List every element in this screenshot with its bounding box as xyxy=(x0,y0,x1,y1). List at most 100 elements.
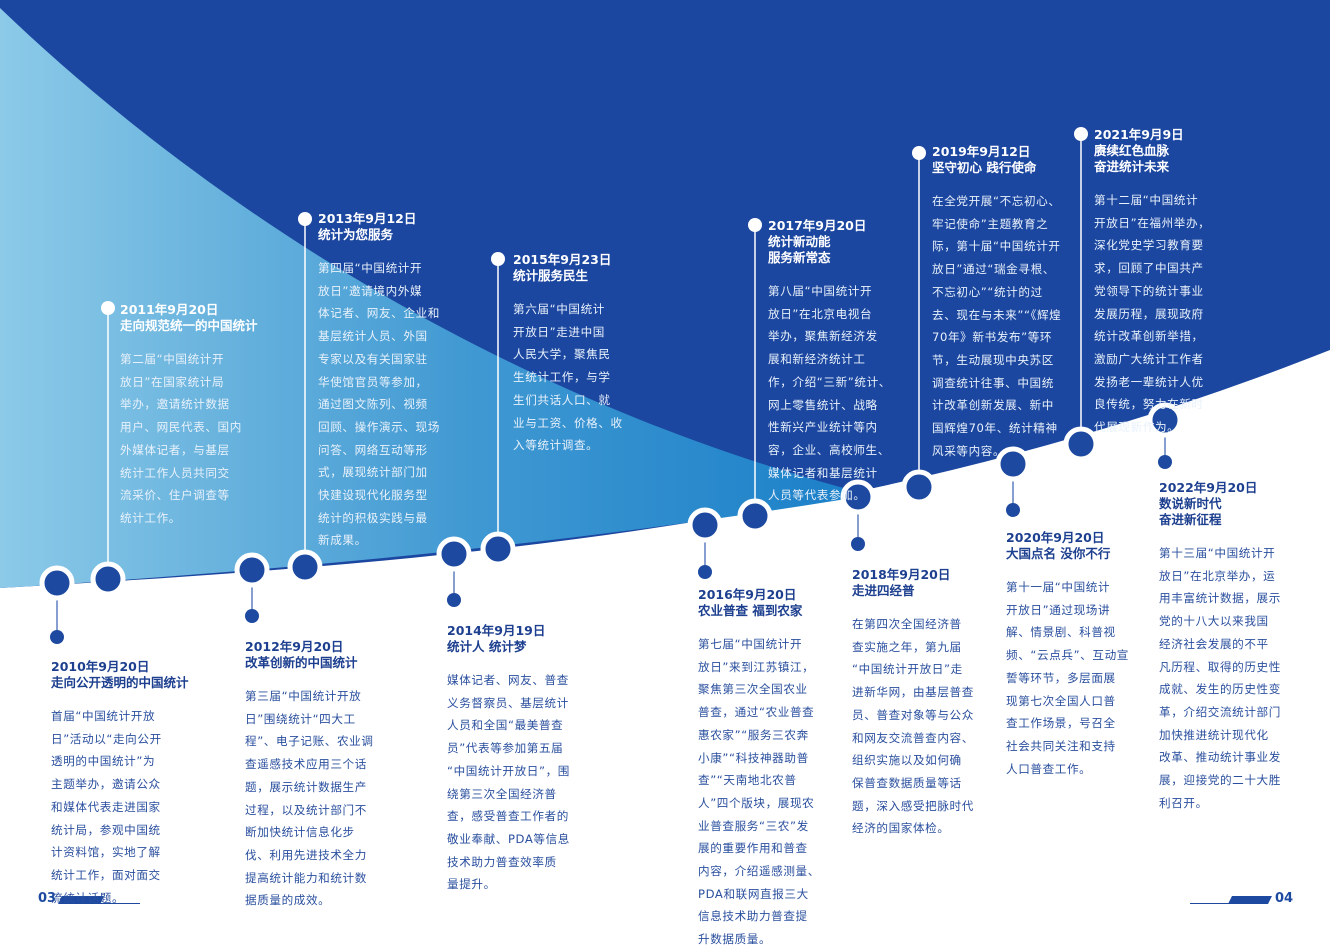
description-line: 义务督察员、基层统计 xyxy=(447,695,569,710)
description-line: 程”、电子记账、农业调 xyxy=(245,734,374,749)
timeline-event: 2016年9月20日农业普查 福到农家第七届“中国统计开放日”来到江苏镇江，聚焦… xyxy=(698,587,820,951)
event-title: 统计为您服务 xyxy=(318,227,394,242)
description-line: 第二届“中国统计开 xyxy=(120,352,225,366)
event-heading: 2010年9月20日走向公开透明的中国统计 xyxy=(51,659,189,691)
event-date: 2016年9月20日 xyxy=(698,587,797,602)
event-date: 2010年9月20日 xyxy=(51,659,150,674)
description-line: 统计工作。 xyxy=(120,510,181,525)
timeline-node xyxy=(1147,402,1183,438)
description-line: 展，迎接党的二十大胜 xyxy=(1159,773,1281,788)
description-line: 媒体记者和基层统计 xyxy=(768,465,878,480)
description-line: 第十二届“中国统计 xyxy=(1094,193,1199,207)
description-line: 凡历程、取得的历史性 xyxy=(1159,659,1281,674)
description-line: 性新兴产业统计等内 xyxy=(768,420,878,435)
event-description: 第八届“中国统计开放日”在北京电视台举办，聚焦新经济发展和新经济统计工作，介绍“… xyxy=(768,280,891,507)
description-line: 经济社会发展的不平 xyxy=(1159,636,1269,651)
timeline-dot xyxy=(298,212,312,226)
event-title: 统计新动能 xyxy=(768,234,831,249)
description-line: 统计工作人员共同交 xyxy=(120,465,230,480)
description-line: 量提升。 xyxy=(447,877,496,892)
event-heading: 2019年9月12日坚守初心 践行使命 xyxy=(932,144,1061,176)
event-description: 第六届“中国统计开放日”走进中国人民大学，聚焦民生统计工作，与学生们共话人口、就… xyxy=(513,298,623,457)
description-line: 过程，以及统计部门不 xyxy=(245,802,367,817)
description-line: 流统计话题。 xyxy=(51,890,125,905)
description-line: 举办，聚焦新经济发 xyxy=(768,329,878,344)
event-date: 2015年9月23日 xyxy=(513,252,612,267)
page-number-left: 03 xyxy=(38,891,57,906)
description-line: 媒体记者、网友、普查 xyxy=(447,673,569,687)
description-line: 频、“云点兵”、互动宣 xyxy=(1006,648,1129,663)
description-line: 敬业奉献、PDA等信息 xyxy=(447,831,570,846)
event-title: 数说新时代 xyxy=(1159,496,1222,511)
timeline-node xyxy=(39,565,75,601)
description-line: 党领导下的统计事业 xyxy=(1094,283,1204,298)
description-line: 在第四次全国经济普 xyxy=(852,617,962,631)
description-line: 生统计工作，与学 xyxy=(513,370,611,385)
description-line: 在全党开展“不忘初心、 xyxy=(932,194,1061,208)
event-description: 首届“中国统计开放日”活动以“走向公开透明的中国统计”为主题举办，邀请公众和媒体… xyxy=(51,705,189,909)
event-title: 改革创新的中国统计 xyxy=(245,655,358,670)
timeline-event: 2021年9月9日赓续红色血脉奋进统计未来第十二届“中国统计开放日”在福州举办，… xyxy=(1094,127,1210,439)
timeline-dot xyxy=(748,218,762,232)
description-line: 组织实施以及如何确 xyxy=(852,753,962,768)
description-line: 进新华网，由基层普查 xyxy=(852,685,974,700)
event-title: 走向公开透明的中国统计 xyxy=(51,675,189,690)
timeline-event: 2015年9月23日统计服务民生第六届“中国统计开放日”走进中国人民大学，聚焦民… xyxy=(513,252,623,457)
description-line: 查工作场景，号召全 xyxy=(1006,716,1116,731)
event-heading: 2021年9月9日赓续红色血脉奋进统计未来 xyxy=(1094,127,1210,175)
description-line: 第六届“中国统计 xyxy=(513,302,605,316)
timeline-event: 2017年9月20日统计新动能服务新常态第八届“中国统计开放日”在北京电视台举办… xyxy=(768,218,891,507)
event-description: 媒体记者、网友、普查义务督察员、基层统计人员和全国“最美普查员”代表等参加第五届… xyxy=(447,669,570,896)
description-line: 社会共同关注和支持 xyxy=(1006,738,1116,753)
description-line: 华使馆官员等参加， xyxy=(318,374,428,389)
timeline-event: 2019年9月12日坚守初心 践行使命在全党开展“不忘初心、牢记使命”主题教育之… xyxy=(932,144,1061,462)
description-line: 体记者、网友、企业和 xyxy=(318,306,440,321)
description-line: 绕第三次全国经济普 xyxy=(447,786,557,801)
description-line: 回顾、操作演示、现场 xyxy=(318,419,440,434)
event-heading: 2022年9月20日数说新时代奋进新征程 xyxy=(1159,480,1281,528)
description-line: PDA和联网直报三大 xyxy=(698,886,809,901)
description-line: 查实施之年，第九届 xyxy=(852,639,962,654)
description-line: 深化党史学习教育要 xyxy=(1094,238,1204,253)
description-line: 主题举办，邀请公众 xyxy=(51,777,161,792)
description-line: 放日”在北京电视台 xyxy=(768,306,873,321)
description-line: 现第七次全国人口普 xyxy=(1006,693,1116,708)
description-line: 70年》新书发布”等环 xyxy=(932,330,1053,345)
description-line: 用户、网民代表、国内 xyxy=(120,420,242,435)
description-line: 举办，邀请统计数据 xyxy=(120,397,230,412)
description-line: 题，深入感受把脉时代 xyxy=(852,798,974,813)
description-line: “中国统计开放日”，围 xyxy=(447,763,570,778)
timeline-event: 2012年9月20日改革创新的中国统计第三届“中国统计开放日”围绕统计“四大工程… xyxy=(245,639,374,912)
description-line: 人员等代表参加。 xyxy=(768,488,866,503)
description-line: 发扬老一辈统计人优 xyxy=(1094,374,1204,389)
description-line: 第七届“中国统计开 xyxy=(698,637,803,651)
event-title: 统计人 统计梦 xyxy=(447,639,527,654)
description-line: 经济的国家体检。 xyxy=(852,821,950,836)
timeline-node xyxy=(687,507,723,543)
description-line: 人口普查工作。 xyxy=(1006,761,1092,776)
timeline-node xyxy=(90,561,126,597)
timeline-event: 2020年9月20日大国点名 没你不行第十一届“中国统计开放日”通过现场讲解、情… xyxy=(1006,530,1129,780)
description-line: 信息技术助力普查提 xyxy=(698,909,808,924)
event-heading: 2011年9月20日走向规范统一的中国统计 xyxy=(120,302,258,334)
event-description: 在全党开展“不忘初心、牢记使命”主题教育之际，第十届“中国统计开放日”通过“瑞金… xyxy=(932,190,1061,462)
page-number-right: 04 xyxy=(1275,891,1294,906)
event-description: 第十一届“中国统计开放日”通过现场讲解、情景剧、科普视频、“云点兵”、互动宣誓等… xyxy=(1006,576,1129,780)
event-description: 第十三届“中国统计开放日”在北京举办，运用丰富统计数据，展示党的十八大以来我国经… xyxy=(1159,542,1281,814)
event-heading: 2017年9月20日统计新动能服务新常态 xyxy=(768,218,891,266)
description-line: 查”“天南地北农普 xyxy=(698,773,797,788)
description-line: 改革、推动统计事业发 xyxy=(1159,750,1281,765)
page-marker-left xyxy=(58,896,140,904)
event-date: 2021年9月9日 xyxy=(1094,127,1184,142)
event-title: 服务新常态 xyxy=(768,250,831,265)
description-line: 际，第十届“中国统计开 xyxy=(932,239,1061,254)
description-line: 求，回顾了中国共产 xyxy=(1094,261,1204,276)
description-line: 升数据质量。 xyxy=(698,932,772,947)
description-line: 首届“中国统计开放 xyxy=(51,709,156,723)
description-line: 惠农家”“服务三农奔 xyxy=(698,727,809,742)
description-line: 党的十八大以来我国 xyxy=(1159,614,1269,629)
timeline-event: 2010年9月20日走向公开透明的中国统计首届“中国统计开放日”活动以“走向公开… xyxy=(51,659,189,909)
description-line: 基层统计人员、外国 xyxy=(318,329,428,344)
timeline-dot xyxy=(1158,455,1172,469)
